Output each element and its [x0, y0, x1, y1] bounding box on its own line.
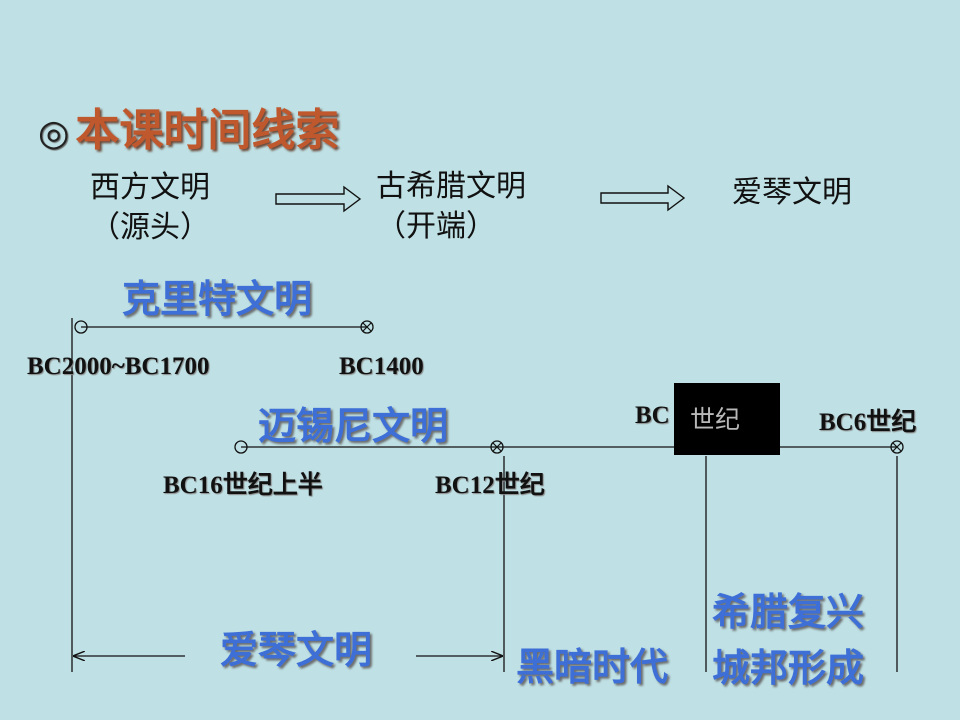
crete-start-marker — [74, 320, 88, 334]
flow-western-civilization: 西方文明 （源头） — [90, 168, 210, 248]
mycenae-start-marker — [234, 440, 248, 454]
flow-item1-line1: 西方文明 — [90, 170, 210, 205]
covering-box — [674, 383, 780, 455]
flow-arrow-1 — [275, 185, 362, 213]
mycenae-start-date: BC16世纪上半 — [163, 472, 323, 499]
crete-end-marker — [360, 320, 374, 334]
flow-item2-line1: 古希腊文明 — [376, 169, 526, 204]
flow-item1-line2: （源头） — [90, 210, 210, 245]
later-start-covered-text: 世纪 — [690, 405, 741, 434]
flow-aegean-civilization: 爱琴文明 — [732, 175, 852, 210]
crete-label: 克里特文明 — [122, 277, 313, 321]
dark-age-label: 黑暗时代 — [516, 645, 669, 689]
crete-end-date: BC1400 — [339, 353, 424, 380]
later-start-date: BC — [635, 402, 670, 429]
revival-line2: 城邦形成 — [712, 646, 865, 690]
page-title: ◎本课时间线索 — [38, 94, 339, 158]
crete-start-date: BC2000~BC1700 — [27, 353, 210, 380]
flow-ancient-greece: 古希腊文明 （开端） — [376, 167, 526, 247]
revival-line1: 希腊复兴 — [712, 590, 865, 634]
aegean-period-label: 爱琴文明 — [220, 628, 373, 672]
title-text: 本课时间线索 — [75, 105, 340, 156]
flow-arrow-2 — [600, 184, 686, 212]
mycenae-label: 迈锡尼文明 — [258, 404, 449, 448]
later-end-marker — [890, 440, 904, 454]
mycenae-end-marker — [490, 440, 504, 454]
revival-label: 希腊复兴 城邦形成 — [712, 587, 864, 693]
later-end-date: BC6世纪 — [819, 409, 917, 436]
mycenae-end-date: BC12世纪 — [435, 472, 545, 499]
flow-item2-line2: （开端） — [376, 209, 496, 244]
title-bullet: ◎ — [38, 113, 70, 154]
